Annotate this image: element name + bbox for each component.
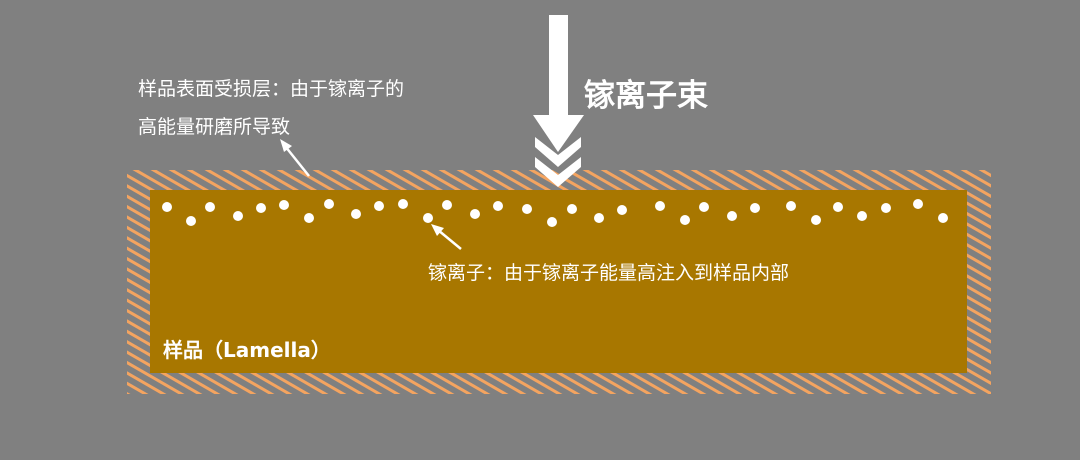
gallium-ion-dot: [699, 202, 709, 212]
gallium-ion-dot: [256, 203, 266, 213]
gallium-ion-dot: [374, 201, 384, 211]
gallium-ion-dot: [162, 202, 172, 212]
gallium-ion-dot: [324, 199, 334, 209]
gallium-ion-dot: [279, 200, 289, 210]
gallium-ion-dot: [811, 215, 821, 225]
gallium-ion-dot: [594, 213, 604, 223]
ion-annotation: 镓离子：由于镓离子能量高注入到样品内部: [428, 262, 790, 284]
gallium-ion-dot: [833, 202, 843, 212]
damaged-layer-line1: 样品表面受损层：由于镓离子的: [138, 78, 405, 100]
gallium-ion-dot: [655, 201, 665, 211]
gallium-ion-dot: [913, 199, 923, 209]
gallium-ion-dot: [727, 211, 737, 221]
gallium-ion-dot: [493, 201, 503, 211]
gallium-ion-dot: [938, 213, 948, 223]
gallium-ion-dot: [786, 201, 796, 211]
gallium-ion-dot: [881, 203, 891, 213]
damage-pointer-arrow: [280, 139, 310, 177]
gallium-ion-dot: [547, 217, 557, 227]
gallium-ion-dot: [304, 213, 314, 223]
gallium-ion-dot: [567, 204, 577, 214]
gallium-ions: [162, 199, 948, 227]
ion-pointer-arrow: [431, 224, 462, 250]
gallium-ion-dot: [442, 200, 452, 210]
gallium-ion-dot: [857, 211, 867, 221]
gallium-ion-dot: [233, 211, 243, 221]
gallium-ion-dot: [617, 205, 627, 215]
gallium-ion-dot: [522, 204, 532, 214]
gallium-ion-dot: [470, 209, 480, 219]
gallium-ion-dot: [351, 209, 361, 219]
gallium-ion-dot: [398, 199, 408, 209]
gallium-ion-dot: [186, 216, 196, 226]
gallium-ion-dot: [680, 215, 690, 225]
ion-beam-arrow: [533, 15, 584, 187]
damaged-layer-line2: 高能量研磨所导致: [138, 116, 291, 138]
sample-label: 样品（Lamella）: [163, 338, 331, 362]
sample-body: [150, 190, 967, 373]
ion-beam-label: 镓离子束: [584, 78, 708, 114]
gallium-ion-dot: [423, 213, 433, 223]
gallium-ion-dot: [750, 203, 760, 213]
gallium-ion-dot: [205, 202, 215, 212]
damaged-layer-annotation: 样品表面受损层：由于镓离子的 高能量研磨所导致: [138, 70, 404, 146]
